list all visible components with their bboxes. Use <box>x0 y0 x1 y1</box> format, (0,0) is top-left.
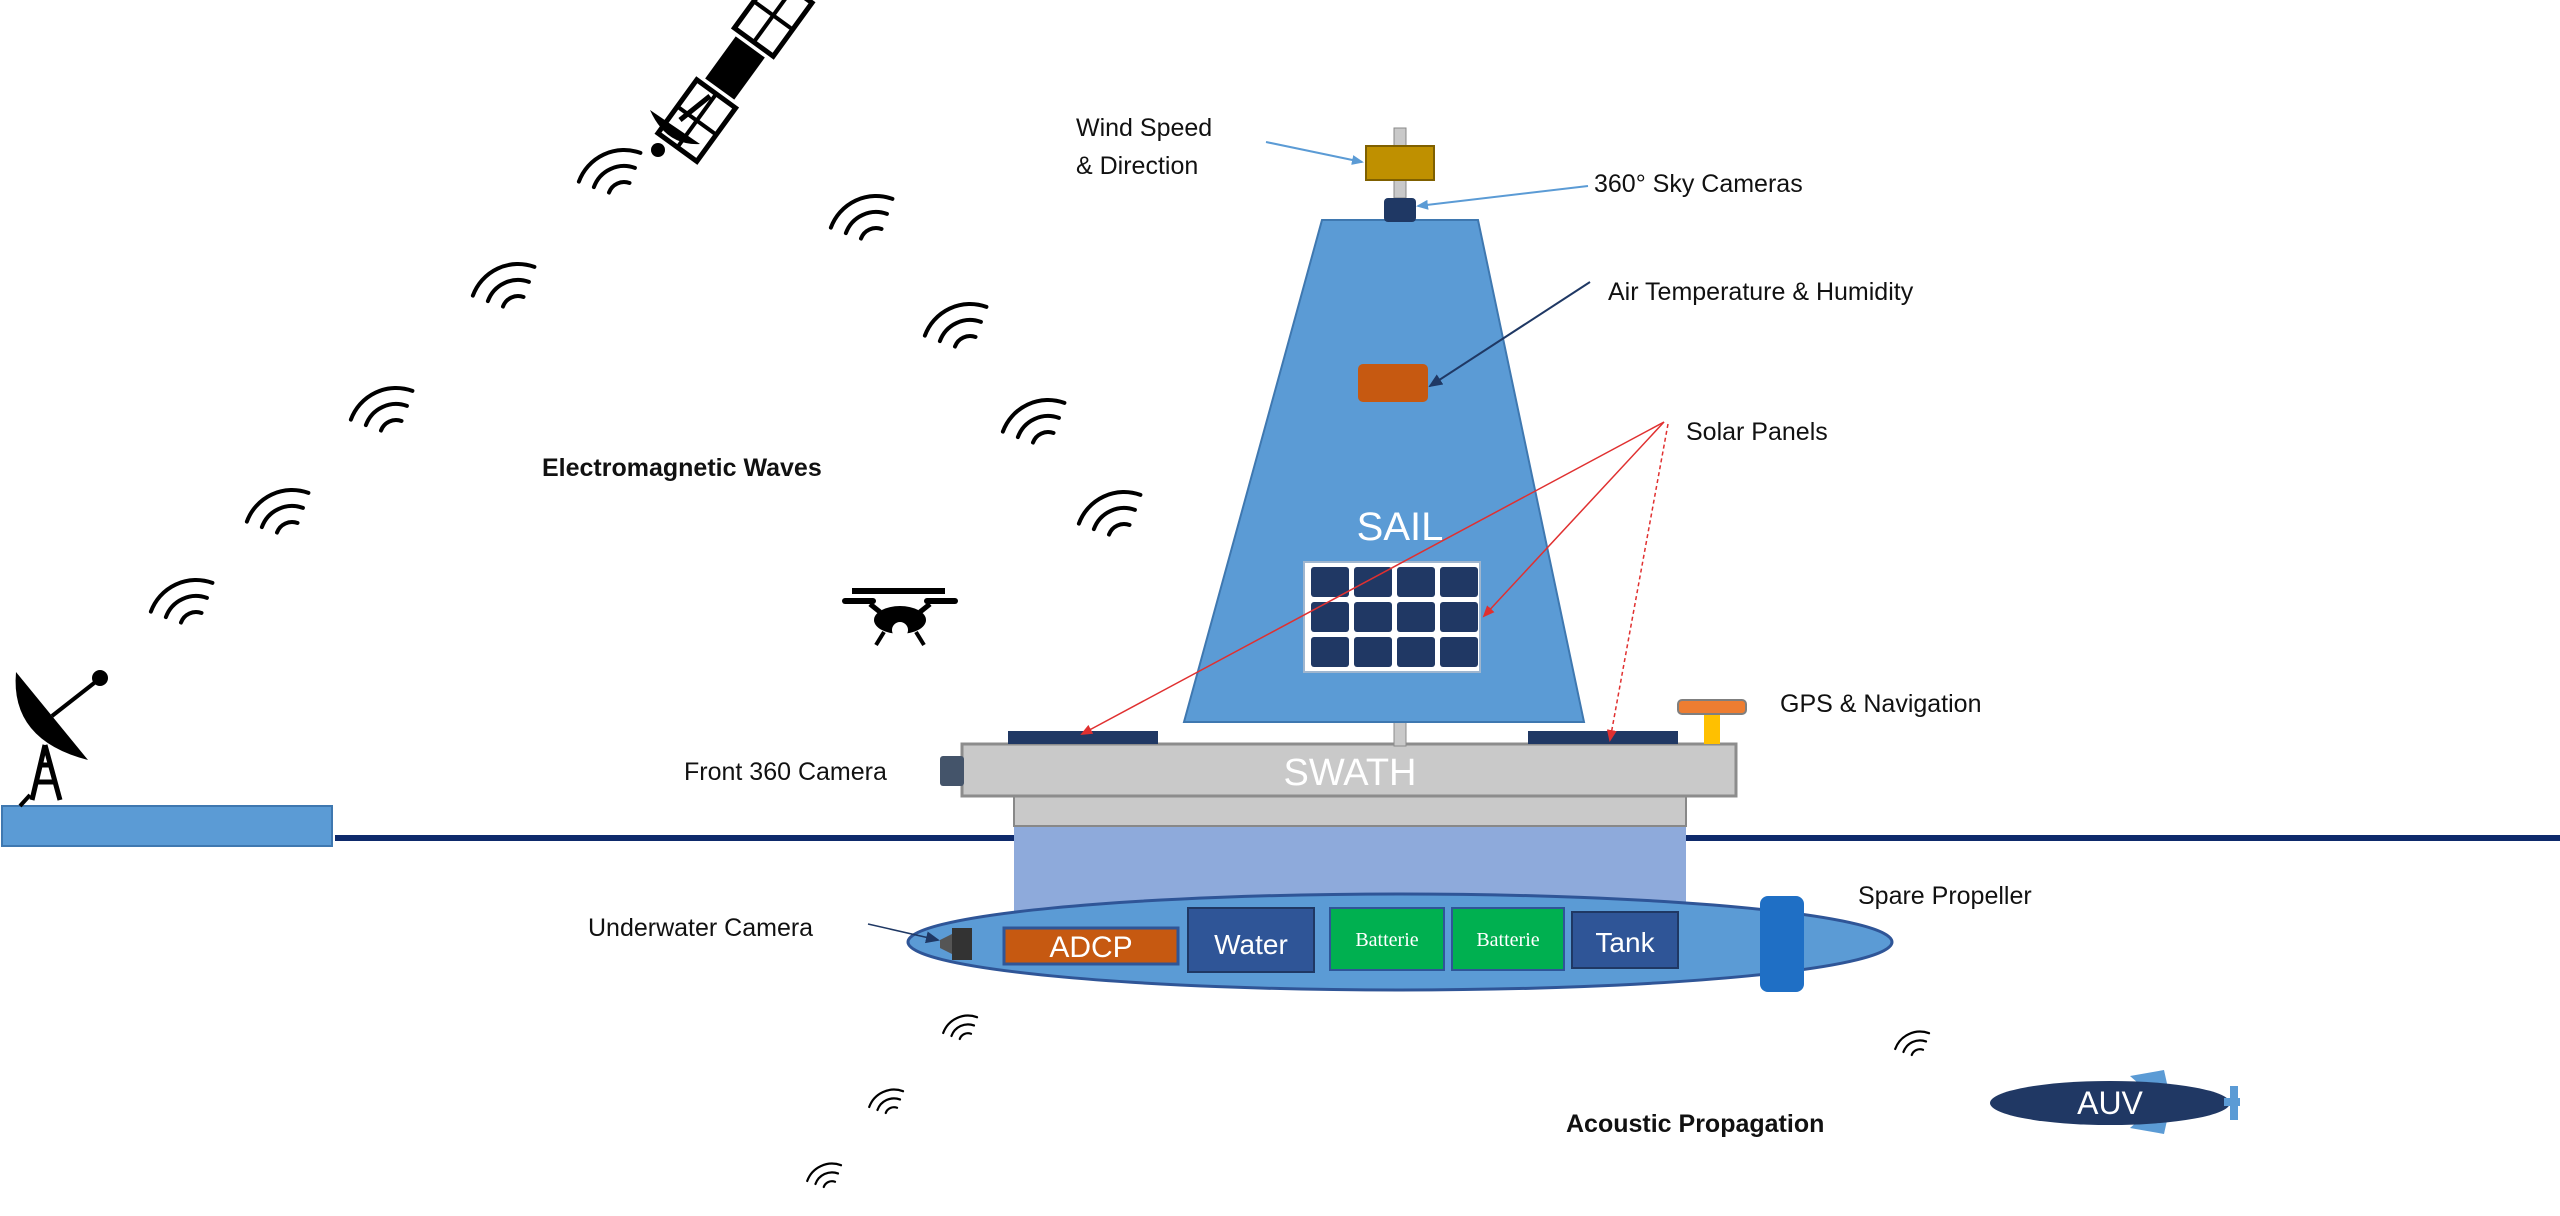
hull-modules: ADCP Water Batterie Batterie Tank <box>1002 907 1679 973</box>
shore-platform <box>1 805 333 847</box>
solar-cell <box>1354 637 1392 667</box>
underwater-camera <box>952 928 972 960</box>
satellite-icon <box>650 0 816 165</box>
signal-wave-icon <box>868 1088 905 1115</box>
signal-wave-icon <box>922 302 989 349</box>
deck-solar-panel-left <box>1008 731 1158 744</box>
solar-cell <box>1440 637 1478 667</box>
swath-deck <box>960 742 1738 798</box>
tank-module <box>1571 911 1679 969</box>
signal-wave-icon <box>942 1014 979 1041</box>
sky-camera <box>1384 198 1416 222</box>
battery-module-1 <box>1329 907 1445 971</box>
wind-label-line-1: Wind Speed <box>1076 114 1212 142</box>
battery-label-2: Batterie <box>1476 929 1539 951</box>
solar-cell <box>1354 602 1392 632</box>
sky-cameras-label: 360° Sky Cameras <box>1594 170 1803 198</box>
gps-label: GPS & Navigation <box>1780 690 1982 718</box>
battery-label-1: Batterie <box>1355 929 1418 951</box>
underwater-camera-label: Underwater Camera <box>588 914 813 942</box>
front-360-camera <box>940 756 964 786</box>
solar-cell <box>1397 637 1435 667</box>
signal-wave-icon <box>1000 398 1067 445</box>
spare-propeller <box>1760 896 1804 992</box>
signal-wave-icon <box>148 578 215 625</box>
solar-panels-label: Solar Panels <box>1686 418 1828 446</box>
auv: AUV <box>1990 1070 2240 1134</box>
solar-cell <box>1397 567 1435 597</box>
signal-waves <box>148 148 1931 1189</box>
solar-cell <box>1311 567 1349 597</box>
signal-wave-icon <box>828 194 895 241</box>
wind-label-line-2: & Direction <box>1076 152 1198 180</box>
air-temp-label: Air Temperature & Humidity <box>1608 278 1914 306</box>
battery-module-2 <box>1451 907 1565 971</box>
acoustic-propagation-label: Acoustic Propagation <box>1566 1110 1824 1138</box>
sail-solar-panel <box>1303 561 1481 673</box>
ground-station-icon <box>1 670 333 847</box>
solar-cell <box>1354 567 1392 597</box>
swath-body <box>1013 795 1687 827</box>
tank-label: Tank <box>1595 927 1655 958</box>
signal-wave-icon <box>1894 1030 1931 1057</box>
signal-wave-icon <box>806 1162 843 1189</box>
auv-label: AUV <box>2077 1085 2143 1121</box>
drone-icon <box>842 588 958 647</box>
solar-cell <box>1311 602 1349 632</box>
swath-label: SWATH <box>1284 752 1417 794</box>
wind-sensor <box>1365 145 1435 181</box>
annotation-arrows <box>867 141 1669 944</box>
spare-propeller-label: Spare Propeller <box>1858 882 2032 910</box>
solar-cell <box>1397 602 1435 632</box>
signal-wave-icon <box>1076 490 1143 537</box>
water-label: Water <box>1214 929 1288 960</box>
adcp-module <box>1002 926 1180 966</box>
signal-wave-icon <box>470 262 537 309</box>
deck-solar-panel-right <box>1528 731 1678 744</box>
sail-label: SAIL <box>1357 505 1444 549</box>
electromagnetic-waves-label: Electromagnetic Waves <box>542 454 822 482</box>
sail <box>1182 219 1586 723</box>
solar-cell <box>1440 567 1478 597</box>
signal-wave-icon <box>576 148 643 195</box>
gps-antenna <box>1677 699 1747 744</box>
solar-cell <box>1440 602 1478 632</box>
air-temperature-sensor <box>1358 364 1428 402</box>
signal-wave-icon <box>244 488 311 535</box>
adcp-label: ADCP <box>1049 931 1132 964</box>
front-camera-label: Front 360 Camera <box>684 758 887 786</box>
signal-wave-icon <box>348 386 415 433</box>
water-module <box>1187 907 1315 973</box>
solar-cell <box>1311 637 1349 667</box>
